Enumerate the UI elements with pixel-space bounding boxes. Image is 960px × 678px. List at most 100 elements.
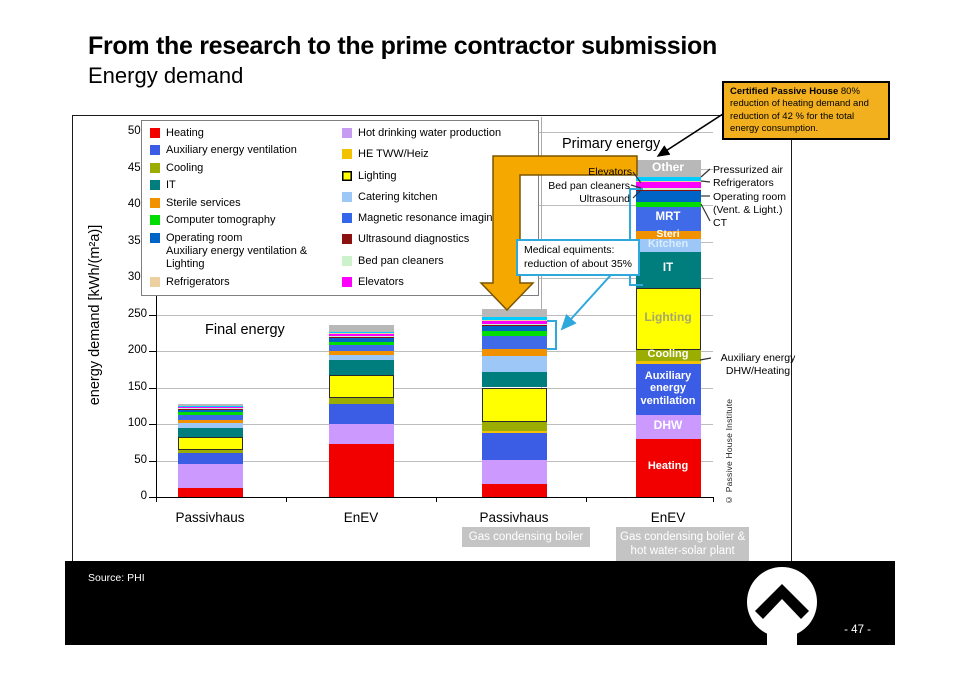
legend-item: Magnetic resonance imaging [342,212,534,225]
bar-segment [635,176,701,181]
passive-house-logo [747,567,817,645]
bar-segment [177,407,243,409]
bar-segment [635,361,701,365]
bar-segment [481,431,547,433]
bar-segment [328,325,394,332]
bar-segment [177,406,243,408]
legend-label: Auxiliary energy ventilation [166,144,297,157]
bar-segment [328,333,394,335]
page-title: From the research to the prime contracto… [88,32,717,60]
bar-segment [328,342,394,346]
bar-segment [328,334,394,337]
legend-label: Cooling [166,161,204,174]
bar-segment [177,453,243,465]
bar-segment [635,350,701,362]
bar-segment [635,191,701,203]
legend-swatch [342,170,352,181]
aux-dhw-line1: Auxiliary energy [720,352,796,364]
x-category-label: Passivhaus [175,510,245,525]
bar-segment [177,449,243,454]
legend-column-right: Hot drinking water production HE TWW/Heiz… [342,127,534,289]
y-tick-label: 0 [140,490,147,502]
legend-swatch [150,145,160,156]
legend-label: Computer tomography [166,214,276,227]
aux-dhw-line2: DHW/Heating [725,364,791,377]
legend-label: Ultrasound diagnostics [358,233,470,246]
legend-item: Ultrasound diagnostics [342,233,534,246]
bar-segment [635,364,701,416]
bar-segment [328,332,394,334]
bar-segment [635,207,701,231]
x-tick [713,497,714,502]
legend-label: Lighting [358,169,397,182]
bar-segment [177,428,243,438]
legend-swatch [342,191,352,202]
bar-segment [635,288,701,351]
x-axis [156,497,713,498]
legend-label: Hot drinking water production [358,127,502,139]
bar-segment [481,325,547,332]
bar-segment [328,336,394,338]
bar-segment [635,160,701,177]
pressurized-air-label: Pressurized air [713,164,784,176]
bar-segment [328,375,394,398]
bar-segment [328,443,394,497]
bar-segment [481,387,547,422]
legend-swatch [342,213,352,223]
bar-segment [481,319,547,321]
bar-segment [328,351,394,355]
bar-segment [481,372,547,388]
y-tick-label: 150 [127,380,147,393]
bar-segment [635,189,701,192]
legend-item: Auxiliary energy ventilation [150,144,342,157]
bar-segment [481,421,547,432]
bar-segment [481,459,547,484]
bar-segment [481,320,547,324]
bar-segment [635,438,701,497]
x-tick [156,497,157,502]
category-sublabel: Gas condensing boiler [462,527,590,548]
legend-label: Catering kitchen [358,190,438,203]
y-tick-label: 200 [127,344,147,356]
ct-label: CT [713,217,727,229]
certified-callout-text: 80% reduction of heating demand and redu… [730,86,869,135]
bar-segment [481,356,547,373]
bar-segment [177,419,243,423]
final-energy-label: Final energy [205,322,285,338]
medical-callout: Medical equiments: reduction of about 35… [516,239,640,277]
gridline [156,387,713,389]
gridline [156,424,713,425]
legend-swatch [342,149,352,160]
operating-room-label: Operating room [713,191,786,203]
bar-segment [635,230,701,240]
bar-segment [328,397,394,405]
legend-label: HE TWW/Heiz [358,148,429,161]
bar-segment [481,316,547,320]
source-note: Source: PHI [88,572,145,584]
bar-segment [328,337,394,338]
legend-item: Cooling [150,162,342,175]
bar-segment [635,182,701,189]
legend-label: Bed pan cleaners [358,254,444,267]
bar-segment [177,405,243,407]
bar-segment [481,483,547,497]
legend-label: Heating [166,127,204,139]
legend-swatch [150,215,160,226]
legend-swatch [150,162,160,173]
category-sublabel: Gas condensing boiler & hot water-solar … [616,527,750,562]
bar-segment [635,188,701,190]
y-tick [149,497,156,498]
legend-swatch [150,128,160,138]
bar-segment [481,331,547,337]
bar-segment [635,180,701,183]
legend-swatch [342,255,352,266]
primary-energy-label: Primary energy [562,136,661,152]
bar-segment [177,409,243,413]
gridline [156,314,713,316]
refrigerators-label: Refrigerators [713,177,774,189]
y-tick-label: 50 [134,453,147,466]
